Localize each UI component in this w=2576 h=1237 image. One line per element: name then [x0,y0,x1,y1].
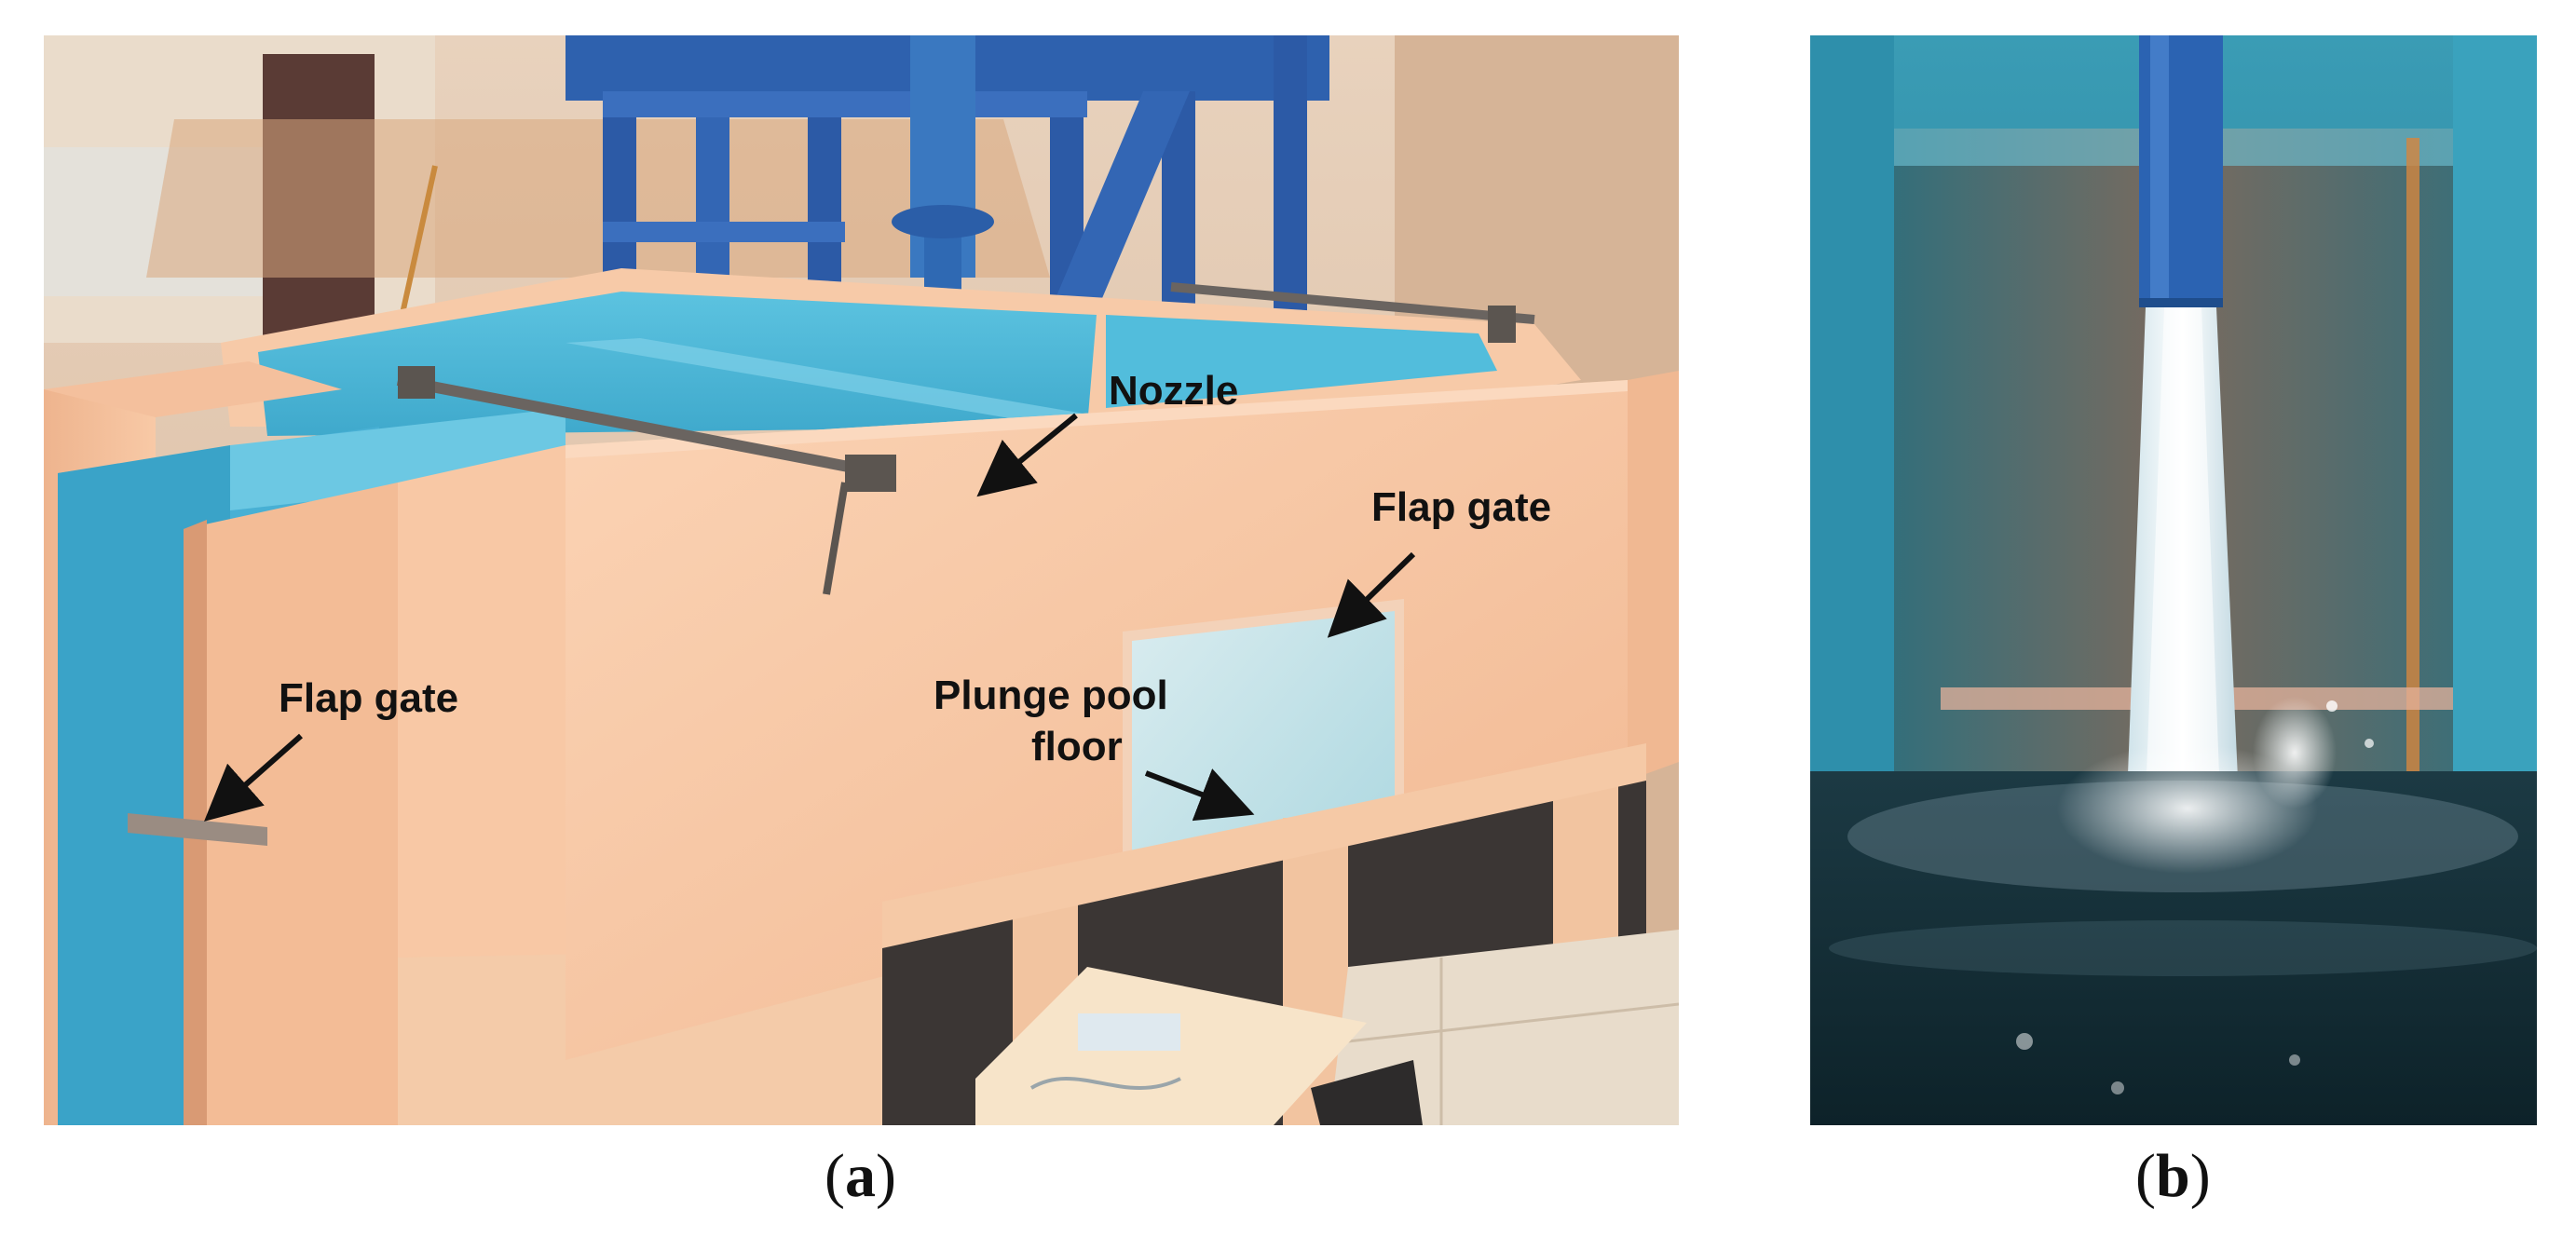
flap-gate-left-arrow [204,733,303,822]
nozzle-arrow [976,413,1078,497]
photo-panel-b [1810,35,2537,1125]
flap-gate-right-label: Flap gate [1371,484,1552,530]
flap-gate-right-arrow [1327,551,1416,638]
plunge-pool-floor-label-line1: Plunge pool [934,673,1168,718]
caption-b-close: ) [2189,1142,2211,1210]
plunge-pool-model-photo [44,35,1679,1125]
caption-a-letter: a [844,1142,876,1210]
caption-a: (a) [825,1141,896,1212]
plunge-pool-floor-arrow [1144,768,1255,822]
jet-impact-photo [1810,35,2537,1125]
caption-b-open: ( [2135,1142,2156,1210]
caption-b: (b) [2135,1141,2211,1212]
caption-a-open: ( [825,1142,845,1210]
photo-panel-a: Nozzle Flap gate Flap gate Plunge pool f… [44,35,1679,1125]
nozzle-label: Nozzle [1109,368,1239,414]
plunge-pool-floor-label-line2: floor [1031,724,1123,769]
caption-b-letter: b [2155,1142,2190,1210]
annotation-arrows [204,413,1416,822]
flap-gate-left-label: Flap gate [279,675,459,721]
caption-a-close: ) [875,1142,896,1210]
